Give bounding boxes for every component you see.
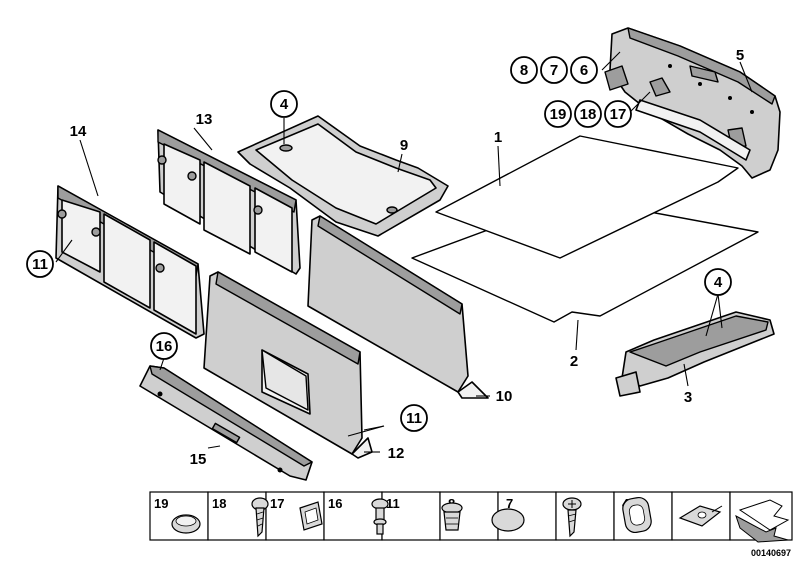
callout-15: 15 bbox=[190, 451, 207, 468]
callout-11-left: 11 bbox=[26, 250, 54, 278]
legend-label-16: 16 bbox=[328, 496, 342, 511]
part-1-floor-mat-upper bbox=[435, 135, 739, 259]
legend-label-17: 17 bbox=[270, 496, 284, 511]
diagram-reference-number: 00140697 bbox=[751, 548, 791, 558]
callout-18: 18 bbox=[574, 100, 602, 128]
callout-6: 6 bbox=[570, 56, 598, 84]
callout-9: 9 bbox=[400, 137, 408, 154]
part-5-trunk-rear-panel bbox=[604, 27, 781, 179]
fastener-legend: 19 18 17 16 11 8 7 6 4 bbox=[149, 491, 793, 558]
svg-text:7: 7 bbox=[550, 62, 558, 79]
part-15-sill-trim bbox=[139, 365, 313, 481]
svg-text:6: 6 bbox=[580, 62, 588, 79]
svg-text:8: 8 bbox=[520, 62, 528, 79]
grommet-icon bbox=[622, 496, 652, 534]
callout-5: 5 bbox=[736, 47, 744, 64]
blanking-plug-icon bbox=[491, 508, 525, 532]
callout-2: 2 bbox=[570, 353, 578, 370]
svg-text:18: 18 bbox=[580, 106, 597, 123]
screw-icon bbox=[251, 497, 269, 538]
spreader-clip-icon bbox=[678, 505, 723, 527]
callout-17: 17 bbox=[604, 100, 632, 128]
svg-text:11: 11 bbox=[406, 410, 422, 427]
callout-4-right: 4 bbox=[704, 268, 732, 296]
callout-13: 13 bbox=[196, 111, 213, 128]
svg-text:11: 11 bbox=[32, 256, 48, 273]
svg-text:19: 19 bbox=[550, 106, 567, 123]
push-rivet-icon bbox=[371, 498, 389, 535]
callout-16: 16 bbox=[150, 332, 178, 360]
svg-text:4: 4 bbox=[714, 274, 723, 291]
self-tapping-screw-icon bbox=[562, 497, 582, 538]
callout-12: 12 bbox=[388, 445, 405, 462]
callout-10: 10 bbox=[496, 388, 513, 405]
clip-nut-icon bbox=[299, 501, 323, 531]
legend-label-11: 11 bbox=[386, 496, 400, 511]
expanding-rivet-icon bbox=[441, 502, 463, 531]
part-10-partition-panel bbox=[307, 215, 489, 399]
callout-19: 19 bbox=[544, 100, 572, 128]
part-9-floor-cover bbox=[237, 115, 449, 237]
part-3-bracket bbox=[615, 311, 775, 397]
callout-11-center: 11 bbox=[400, 404, 428, 432]
circled-callouts: 4 4 8 7 6 19 18 17 bbox=[26, 56, 732, 432]
part-14-side-trim-panel bbox=[55, 185, 205, 339]
part-12-partition-panel bbox=[203, 271, 373, 459]
svg-text:16: 16 bbox=[156, 338, 173, 355]
callout-4-top: 4 bbox=[270, 90, 298, 118]
legend-label-18: 18 bbox=[212, 496, 226, 511]
legend-label-7: 7 bbox=[506, 496, 513, 511]
callout-1: 1 bbox=[494, 129, 502, 146]
plug-icon bbox=[171, 514, 201, 534]
svg-text:17: 17 bbox=[610, 106, 627, 123]
callout-3: 3 bbox=[684, 389, 692, 406]
direction-arrow-icon bbox=[735, 499, 790, 543]
legend-label-19: 19 bbox=[154, 496, 168, 511]
leader-lines bbox=[55, 51, 753, 453]
svg-text:4: 4 bbox=[280, 96, 289, 113]
callout-7: 7 bbox=[540, 56, 568, 84]
callout-8: 8 bbox=[510, 56, 538, 84]
part-13-side-trim-panel bbox=[157, 129, 301, 275]
callout-labels: 1 2 3 5 9 10 12 13 14 15 bbox=[70, 47, 745, 468]
callout-14: 14 bbox=[70, 123, 87, 140]
